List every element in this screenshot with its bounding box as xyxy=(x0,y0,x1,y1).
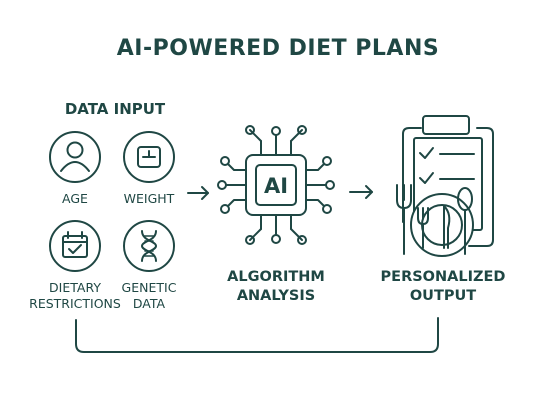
calendar-check-icon xyxy=(49,220,101,272)
scale-icon xyxy=(123,131,175,183)
dietary-restrictions-label: DIETARY RESTRICTIONS xyxy=(29,280,121,311)
ai-chip-icon xyxy=(217,125,335,245)
algorithm-analysis-label: ALGORITHM ANALYSIS xyxy=(227,269,325,304)
personalized-output-label: PERSONALIZED OUTPUT xyxy=(380,269,506,304)
ai-chip-text: AI xyxy=(263,174,289,198)
dna-icon xyxy=(123,220,175,272)
arrow-ai-to-output xyxy=(349,185,373,199)
genetic-data-label: GENETIC DATA xyxy=(121,280,177,311)
age-label: AGE xyxy=(62,191,88,206)
feedback-loop-line xyxy=(75,317,439,353)
data-input-heading: DATA INPUT xyxy=(64,100,166,118)
person-icon xyxy=(49,131,101,183)
page-title: AI-POWERED DIET PLANS xyxy=(116,36,440,61)
clipboard-meal-icon xyxy=(396,115,494,257)
weight-label: WEIGHT xyxy=(123,191,175,206)
arrow-input-to-ai xyxy=(187,186,209,200)
